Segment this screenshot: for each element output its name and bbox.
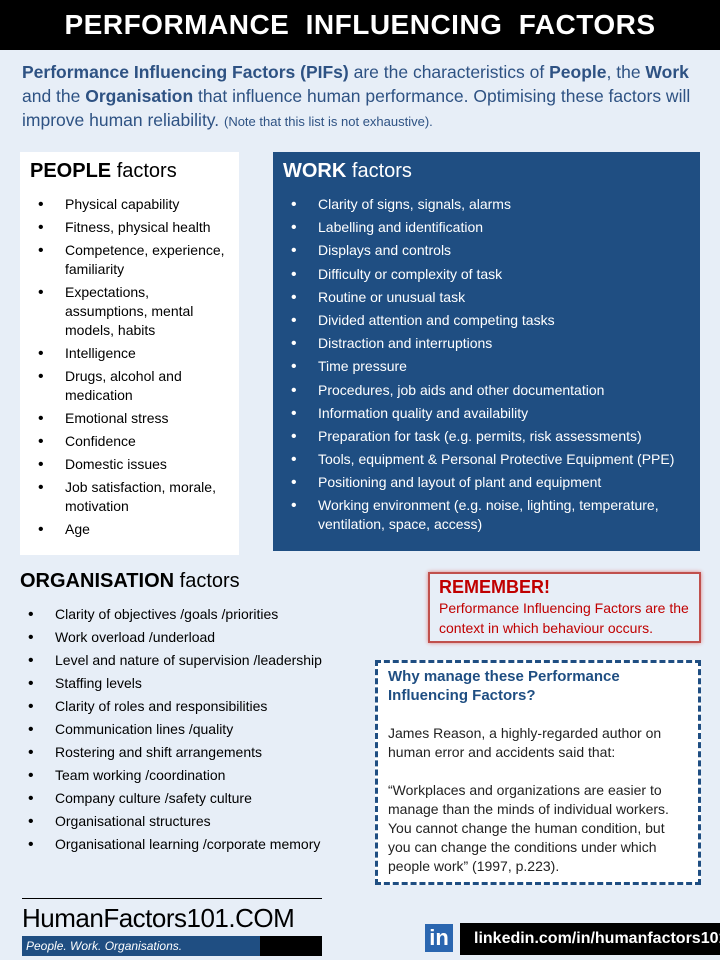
work-factor-item: Distraction and interruptions (283, 334, 690, 353)
people-factor-item: Job satisfaction, morale, motivation (30, 478, 229, 516)
people-title: PEOPLE factors (30, 160, 229, 183)
people-factor-item: Emotional stress (30, 409, 229, 428)
people-list: Physical capabilityFitness, physical hea… (30, 195, 229, 539)
work-factor-item: Information quality and availability (283, 404, 690, 423)
organisation-factor-item: Clarity of roles and responsibilities (20, 697, 365, 716)
work-factor-item: Time pressure (283, 357, 690, 376)
title-rest: factors (111, 160, 177, 182)
intro-text: Performance Influencing Factors (PIFs) a… (22, 60, 702, 134)
people-factor-item: Intelligence (30, 344, 229, 363)
logo-bar: People. Work. Organisations. (22, 936, 322, 956)
people-factor-item: Age (30, 520, 229, 539)
intro-text-part: that influence human performance. Optimi… (22, 86, 691, 130)
intro-text-part: and the (22, 86, 86, 106)
remember-body: Performance Influencing Factors are the … (439, 600, 689, 636)
organisation-factor-item: Level and nature of supervision /leaders… (20, 651, 365, 670)
title-bold: PEOPLE (30, 160, 112, 182)
why-manage-box: Why manage these Performance Influencing… (375, 660, 701, 885)
linkedin-link[interactable]: linkedin.com/in/humanfactors101/ (460, 923, 720, 955)
work-factor-item: Preparation for task (e.g. permits, risk… (283, 427, 690, 446)
remember-callout: REMEMBER! Performance Influencing Factor… (428, 572, 701, 643)
work-factor-item: Tools, equipment & Personal Protective E… (283, 450, 690, 469)
organisation-factor-item: Staffing levels (20, 674, 365, 693)
why-title: Why manage these Performance Influencing… (388, 668, 620, 704)
organisation-factor-item: Organisational structures (20, 812, 365, 831)
work-factor-item: Procedures, job aids and other documenta… (283, 381, 690, 400)
people-factor-item: Expectations, assumptions, mental models… (30, 283, 229, 340)
logo-rule (22, 898, 322, 899)
work-factor-item: Displays and controls (283, 241, 690, 260)
remember-title: REMEMBER! (439, 577, 550, 597)
work-title: WORK factors (283, 160, 690, 183)
people-factor-item: Physical capability (30, 195, 229, 214)
work-factor-item: Working environment (e.g. noise, lightin… (283, 496, 690, 534)
humanfactors101-logo[interactable]: HumanFactors101.COM People. Work. Organi… (22, 898, 322, 956)
work-factor-item: Routine or unusual task (283, 288, 690, 307)
work-factor-item: Difficulty or complexity of task (283, 265, 690, 284)
intro-org: Organisation (85, 86, 194, 106)
organisation-factor-item: Clarity of objectives /goals /priorities (20, 605, 365, 624)
people-factor-item: Drugs, alcohol and medication (30, 367, 229, 405)
logo-tagline: People. Work. Organisations. (22, 936, 260, 956)
organisation-title: ORGANISATION factors (20, 570, 365, 593)
organisation-factors-panel: ORGANISATION factors Clarity of objectiv… (20, 570, 365, 858)
work-factor-item: Clarity of signs, signals, alarms (283, 195, 690, 214)
page-title: PERFORMANCE INFLUENCING FACTORS (0, 0, 720, 50)
work-factor-item: Divided attention and competing tasks (283, 311, 690, 330)
work-list: Clarity of signs, signals, alarmsLabelli… (283, 195, 690, 534)
organisation-factor-item: Work overload /underload (20, 628, 365, 647)
organisation-factor-item: Team working /coordination (20, 766, 365, 785)
logo-bar-black (260, 936, 322, 956)
title-rest: factors (174, 570, 240, 592)
intro-term: Performance Influencing Factors (PIFs) (22, 62, 349, 82)
work-factors-panel: WORK factors Clarity of signs, signals, … (273, 152, 700, 551)
why-intro: James Reason, a highly-regarded author o… (388, 725, 662, 760)
intro-text-part: , the (606, 62, 646, 82)
why-quote: “Workplaces and organizations are easier… (388, 782, 669, 874)
organisation-factor-item: Company culture /safety culture (20, 789, 365, 808)
organisation-factor-item: Rostering and shift arrangements (20, 743, 365, 762)
organisation-factor-item: Communication lines /quality (20, 720, 365, 739)
intro-people: People (549, 62, 607, 82)
title-bold: ORGANISATION (20, 570, 175, 592)
people-factors-panel: PEOPLE factors Physical capabilityFitnes… (20, 152, 239, 555)
linkedin-icon[interactable]: in (425, 924, 453, 952)
logo-name: HumanFactors101.COM (22, 903, 295, 933)
people-factor-item: Competence, experience, familiarity (30, 241, 229, 279)
title-rest: factors (346, 160, 412, 182)
people-factor-item: Domestic issues (30, 455, 229, 474)
work-factor-item: Positioning and layout of plant and equi… (283, 473, 690, 492)
intro-text-part: are the characteristics of (348, 62, 550, 82)
intro-work: Work (645, 62, 689, 82)
people-factor-item: Fitness, physical health (30, 218, 229, 237)
organisation-factor-item: Organisational learning /corporate memor… (20, 835, 365, 854)
work-factor-item: Labelling and identification (283, 218, 690, 237)
people-factor-item: Confidence (30, 432, 229, 451)
organisation-list: Clarity of objectives /goals /priorities… (20, 605, 365, 854)
title-bold: WORK (283, 160, 347, 182)
intro-note: (Note that this list is not exhaustive). (223, 114, 433, 129)
